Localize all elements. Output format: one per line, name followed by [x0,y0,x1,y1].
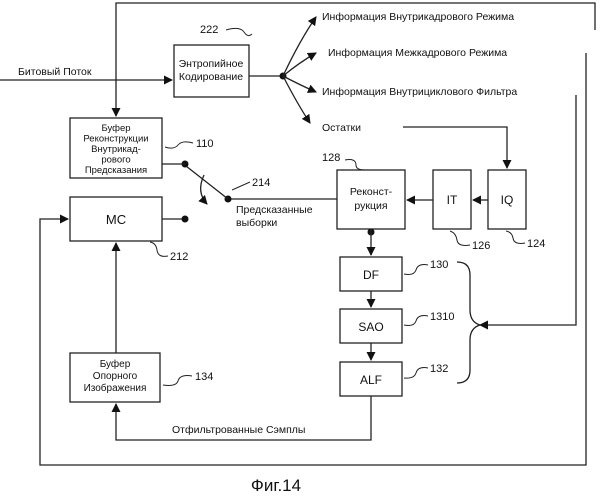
alf-ref-number: 132 [430,363,448,375]
ref-buffer-ref-number: 134 [195,371,213,383]
intra-buffer-label-line3: Внутрикад- [91,144,141,155]
intra-buffer-label-line2: Реконструкции [83,134,148,145]
intra-buffer-label-line1: Буфер [101,123,130,134]
mc-block: MC [70,197,162,241]
fanout-to-intra-mode [283,17,316,76]
mc-ref-number: 212 [170,251,188,263]
mc-ref-leader [150,242,168,256]
entropy-decoding-label-line1: Энтропийное [179,58,244,70]
it-ref-number: 126 [472,240,490,252]
sao-label: SAO [358,320,383,334]
output-intra-mode-info: Информация Внутрикадрового Режима [322,11,514,23]
residuals-to-iq-wire [403,127,507,168]
df-label: DF [363,268,379,282]
sao-block: SAO [340,309,402,343]
reference-picture-buffer-block: Буфер Опорного Изображения [70,353,160,402]
ref-buffer-ref-leader [163,376,192,386]
iq-block: IQ [488,170,526,229]
intra-buffer-label-line4: рового [101,155,130,166]
figure-caption: Фиг.14 [251,476,301,495]
ref-buffer-label-line2: Опорного [93,371,138,382]
iq-ref-leader [506,231,525,243]
predicted-samples-label-line1: Предсказанные [236,204,313,216]
switch-lever [186,166,228,199]
iq-label: IQ [501,193,514,207]
bitstream-label: Битовый Поток [18,66,92,78]
it-label: IT [447,193,458,207]
intra-buffer-label-line5: Предсказания [85,165,147,176]
df-block: DF [340,257,402,291]
reconstruction-ref-number: 128 [322,152,340,164]
ref-buffer-label-line3: Изображения [84,382,147,394]
intra-buffer-ref-leader [165,142,193,148]
df-ref-number: 130 [430,259,448,271]
df-ref-leader [404,265,428,275]
mc-output-contact [182,216,189,223]
inter-mode-to-mc-loop [40,53,586,465]
reconstruction-label-line2: рукция [354,200,387,212]
sao-ref-leader [404,316,428,326]
alf-block: ALF [340,362,402,396]
entropy-ref-leader [226,28,252,35]
entropy-ref-number: 222 [200,24,218,36]
alf-ref-leader [404,368,428,379]
ref-buffer-label-line1: Буфер [100,358,131,370]
entropy-decoding-block: Энтропийное Кодирование [174,45,249,97]
reconstruction-block: Реконст- рукция [337,170,405,229]
predicted-samples-label-line2: выборки [236,217,277,229]
output-residuals: Остатки [322,122,361,134]
mc-label: MC [106,212,126,227]
intra-buffer-ref-number: 110 [196,138,214,150]
entropy-decoding-label-line2: Кодирование [179,71,243,83]
reconstruction-ref-leader [345,160,365,170]
alf-label: ALF [360,373,382,387]
switch-ref-leader [232,182,250,190]
sao-ref-number: 1310 [430,311,454,323]
it-ref-leader [450,231,470,245]
switch-ref-number: 214 [252,177,270,189]
fanout-to-filter-info [283,76,316,92]
loop-filter-brace [457,262,480,383]
filtered-samples-label: Отфильтрованные Сэмплы [172,424,305,436]
reconstruction-label-line1: Реконст- [350,186,393,198]
output-inter-mode-info: Информация Межкадрового Режима [328,47,507,59]
it-block: IT [433,170,471,229]
intra-reconstruction-buffer-block: Буфер Реконструкции Внутрикад- рового Пр… [70,118,162,178]
iq-ref-number: 124 [527,238,545,250]
output-loop-filter-info: Информация Внутрициклового Фильтра [322,86,517,98]
